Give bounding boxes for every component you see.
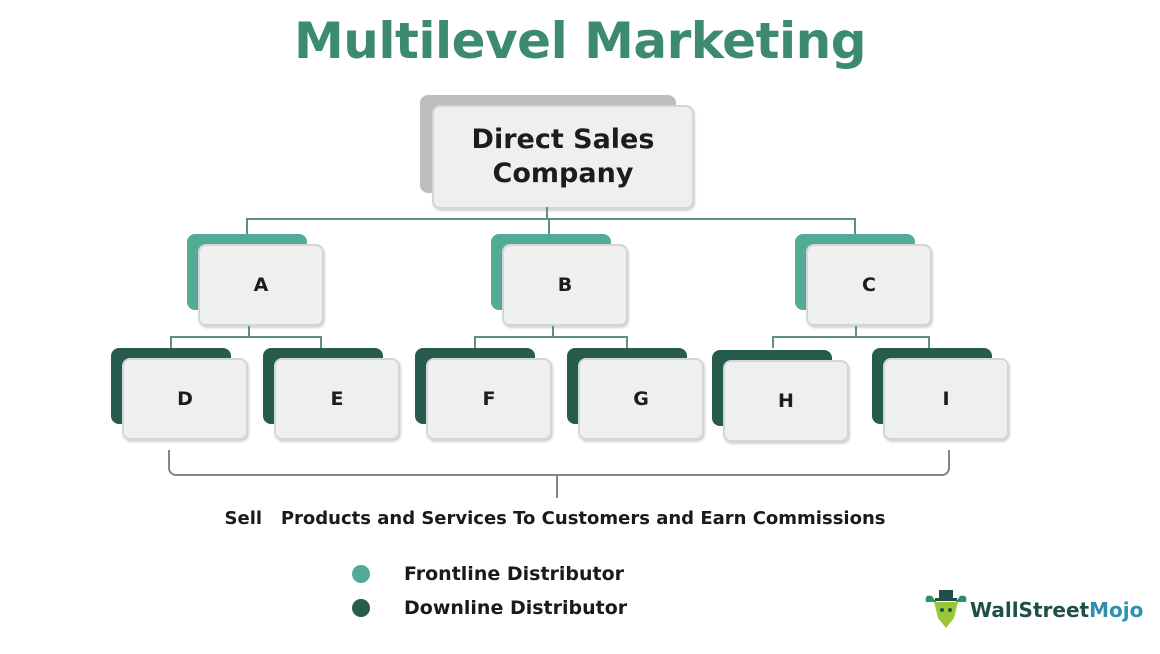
connector <box>248 326 250 337</box>
legend-label: Frontline Distributor <box>404 563 625 585</box>
node-box: C <box>806 244 932 326</box>
brace-tip <box>556 474 558 498</box>
bull-icon <box>925 590 967 628</box>
connector <box>772 336 930 338</box>
diagram-title: Multilevel Marketing <box>293 12 867 70</box>
connector <box>474 336 628 338</box>
connector <box>548 218 550 234</box>
brand-logo: WallStreetMojo <box>922 588 1143 632</box>
connector <box>626 336 628 348</box>
legend-downline: Downline Distributor <box>352 597 627 619</box>
frontline-dot-icon <box>352 565 370 583</box>
node-box: Direct Sales Company <box>432 105 694 209</box>
node-box: E <box>274 358 400 440</box>
connector <box>320 336 322 348</box>
connector <box>474 336 476 348</box>
node-box: G <box>578 358 704 440</box>
brand-name: WallStreetMojo <box>970 598 1143 622</box>
node-label-line2: Company <box>492 158 634 189</box>
connector <box>170 336 172 348</box>
connector <box>170 336 322 338</box>
connector <box>772 336 774 348</box>
node-box: F <box>426 358 552 440</box>
caption-text: Sell Products and Services To Customers … <box>224 508 886 529</box>
node-label-line1: Direct Sales <box>471 124 655 155</box>
grouping-brace <box>168 450 950 476</box>
connector <box>246 218 248 234</box>
node-box: B <box>502 244 628 326</box>
connector <box>928 336 930 348</box>
brand-part2: Mojo <box>1089 598 1144 622</box>
legend-frontline: Frontline Distributor <box>352 563 624 585</box>
connector <box>855 326 857 337</box>
node-box: I <box>883 358 1009 440</box>
node-box: D <box>122 358 248 440</box>
connector <box>552 326 554 337</box>
connector <box>246 218 856 220</box>
connector <box>546 207 548 219</box>
downline-dot-icon <box>352 599 370 617</box>
node-box: H <box>723 360 849 442</box>
legend-label: Downline Distributor <box>404 597 628 619</box>
brand-part1: WallStreet <box>970 598 1090 622</box>
node-box: A <box>198 244 324 326</box>
connector <box>854 218 856 234</box>
